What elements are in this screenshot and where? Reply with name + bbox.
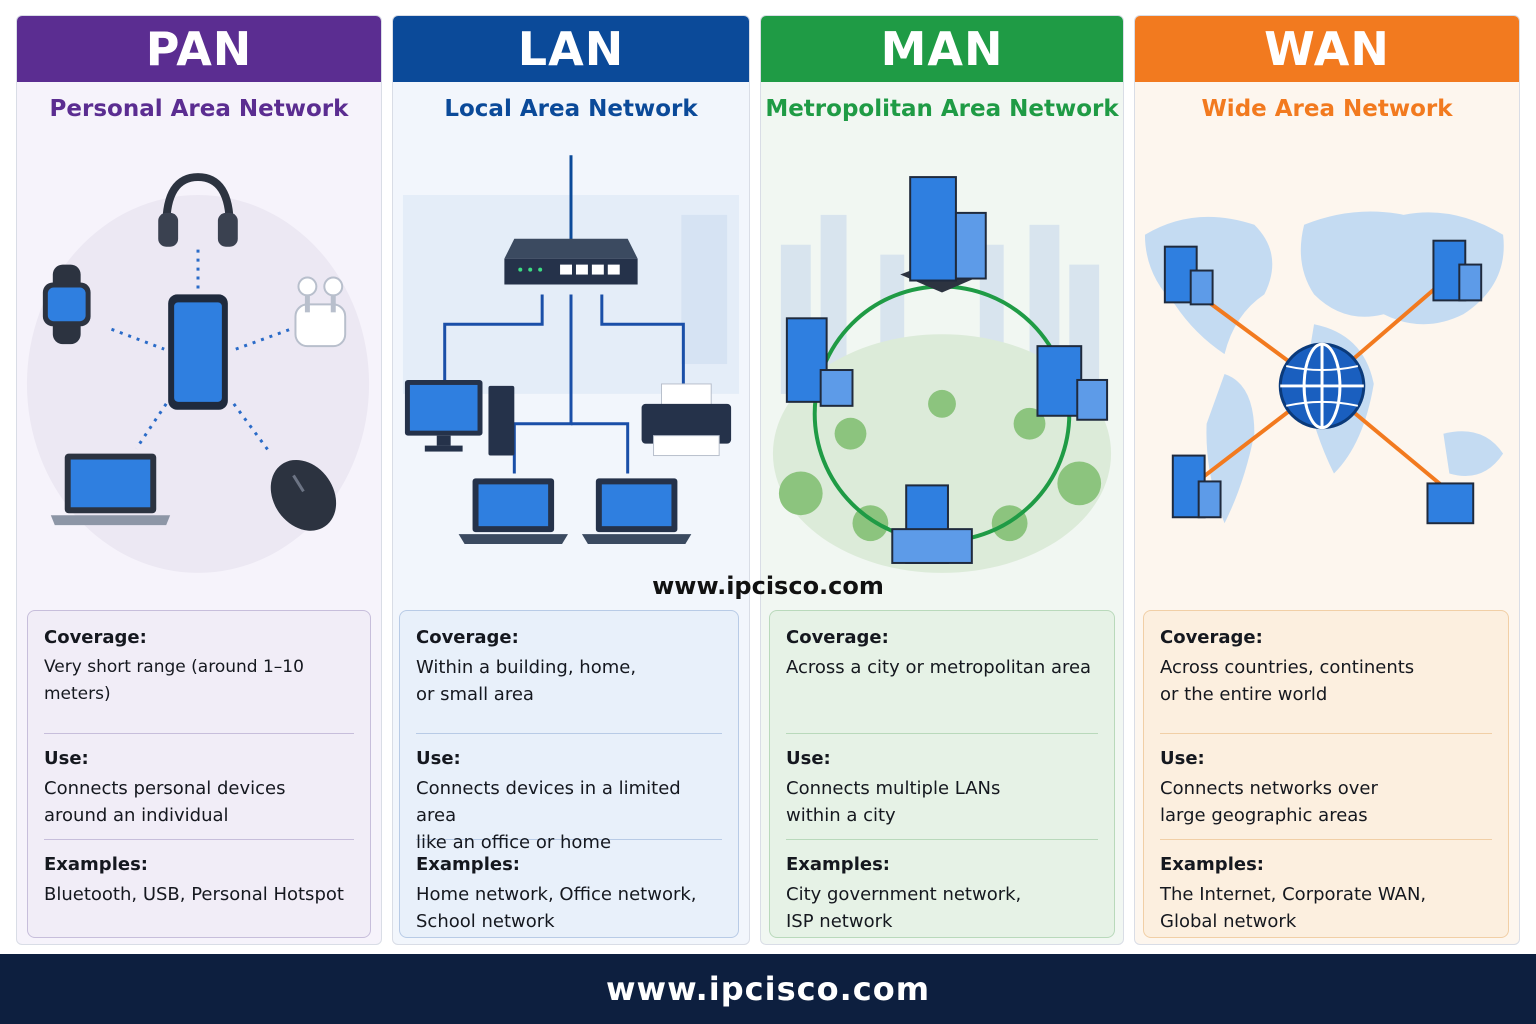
lan-coverage-section: Coverage: Within a building, home, or sm… [416, 627, 722, 733]
building-icon-se [1426, 482, 1475, 525]
man-header: MAN [761, 16, 1123, 82]
man-use-label: Use: [786, 748, 831, 769]
man-use-value: Connects multiple LANs within a city [786, 778, 1001, 826]
pan-use-section: Use: Connects personal devices around an… [44, 733, 354, 839]
man-examples-section: Examples: City government network, ISP n… [786, 839, 1098, 944]
lan-full-name: Local Area Network [444, 96, 698, 122]
switch-icon [504, 238, 638, 285]
lan-illustration [402, 155, 740, 545]
man-use-section: Use: Connects multiple LANs within a cit… [786, 733, 1098, 839]
laptop-icon [50, 453, 171, 526]
man-examples-label: Examples: [786, 854, 890, 875]
smartwatch-icon [42, 264, 91, 345]
wan-use-value: Connects networks over large geographic … [1160, 778, 1378, 826]
man-info-card: Coverage: Across a city or metropolitan … [769, 610, 1115, 938]
footer-url[interactable]: www.ipcisco.com [605, 970, 931, 1008]
earbuds-icon [294, 276, 347, 348]
watermark-text: www.ipcisco.com [652, 572, 884, 600]
man-illustration [772, 176, 1112, 573]
pan-coverage-label: Coverage: [44, 627, 147, 648]
pan-examples-section: Examples: Bluetooth, USB, Personal Hotsp… [44, 839, 354, 944]
man-examples-value: City government network, ISP network [786, 884, 1022, 932]
wan-info-card: Coverage: Across countries, continents o… [1143, 610, 1509, 938]
pan-full-name: Personal Area Network [49, 96, 349, 122]
lan-coverage-label: Coverage: [416, 627, 519, 648]
lan-acronym: LAN [517, 22, 625, 76]
pan-coverage-section: Coverage: Very short range (around 1–10 … [44, 627, 354, 733]
lan-use-value: Connects devices in a limited area like … [416, 778, 681, 853]
lan-examples-value: Home network, Office network, School net… [416, 884, 697, 932]
footer-bar: www.ipcisco.com [0, 954, 1536, 1024]
laptop-icon-left [458, 478, 569, 545]
wan-full-name: Wide Area Network [1201, 96, 1453, 122]
wan-examples-section: Examples: The Internet, Corporate WAN, G… [1160, 839, 1492, 944]
building-icon-ne [1432, 239, 1483, 302]
wan-examples-value: The Internet, Corporate WAN, Global netw… [1160, 884, 1427, 932]
building-icon-bottom [891, 484, 973, 564]
pan-coverage-value: Very short range (around 1–10 meters) [44, 657, 304, 704]
building-icon-right [1036, 345, 1109, 421]
pan-use-label: Use: [44, 748, 89, 769]
pan-examples-value: Bluetooth, USB, Personal Hotspot [44, 884, 344, 905]
wan-illustration [1144, 211, 1504, 525]
wan-coverage-section: Coverage: Across countries, continents o… [1160, 627, 1492, 733]
wan-use-label: Use: [1160, 748, 1205, 769]
building-icon-sw [1171, 454, 1222, 519]
globe-icon [1278, 342, 1366, 430]
building-icon-top [900, 176, 987, 293]
pan-info-card: Coverage: Very short range (around 1–10 … [27, 610, 371, 938]
wan-examples-label: Examples: [1160, 854, 1264, 875]
man-coverage-value: Across a city or metropolitan area [786, 657, 1092, 678]
man-coverage-section: Coverage: Across a city or metropolitan … [786, 627, 1098, 733]
wan-acronym: WAN [1264, 22, 1390, 76]
mouse-icon [270, 459, 337, 531]
man-coverage-label: Coverage: [786, 627, 889, 648]
wan-column: WAN Wide Area Network [1134, 15, 1520, 945]
lan-use-section: Use: Connects devices in a limited area … [416, 733, 722, 853]
pan-header: PAN [17, 16, 381, 82]
man-column: MAN Metropolitan Area Network [760, 15, 1124, 945]
desktop-computer-icon [404, 379, 515, 456]
man-acronym: MAN [880, 22, 1004, 76]
building-icon-nw [1163, 245, 1214, 306]
pan-use-value: Connects personal devices around an indi… [44, 778, 286, 826]
wan-use-section: Use: Connects networks over large geogra… [1160, 733, 1492, 839]
man-full-name: Metropolitan Area Network [765, 96, 1119, 122]
lan-column: LAN Local Area Network [392, 15, 750, 945]
building-icon-left [785, 317, 854, 407]
headphones-icon [158, 173, 238, 247]
printer-icon [641, 383, 732, 457]
smartphone-icon [168, 294, 228, 410]
wan-coverage-value: Across countries, continents or the enti… [1160, 657, 1415, 705]
lan-header: LAN [393, 16, 749, 82]
lan-coverage-value: Within a building, home, or small area [416, 657, 637, 705]
pan-acronym: PAN [145, 22, 253, 76]
laptop-icon-right [581, 478, 692, 545]
lan-examples-label: Examples: [416, 854, 520, 875]
lan-use-label: Use: [416, 748, 461, 769]
pan-column: PAN Personal Area Network [16, 15, 382, 945]
lan-examples-section: Examples: Home network, Office network, … [416, 839, 722, 944]
pan-examples-label: Examples: [44, 854, 148, 875]
wan-header: WAN [1135, 16, 1519, 82]
lan-info-card: Coverage: Within a building, home, or sm… [399, 610, 739, 938]
wan-coverage-label: Coverage: [1160, 627, 1263, 648]
pan-illustration [26, 173, 370, 573]
